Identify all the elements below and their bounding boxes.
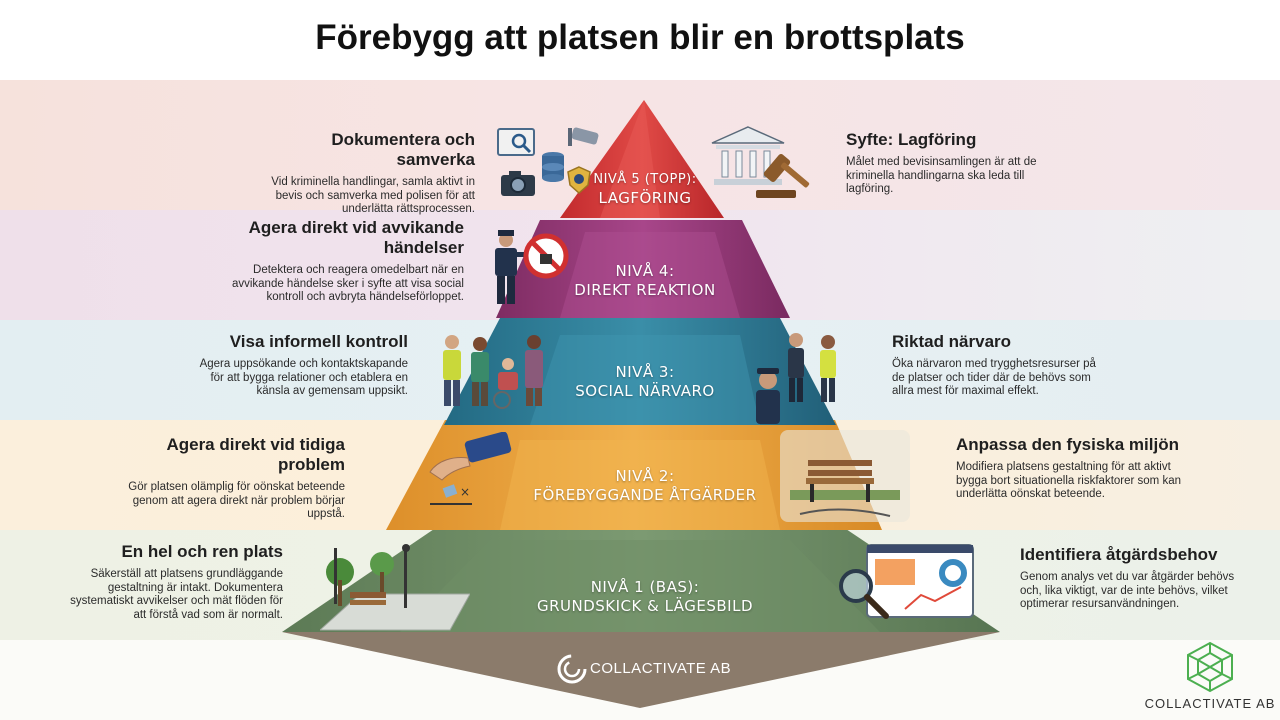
level-2-label: NIVÅ 2: FÖREBYGGANDE ÅTGÄRDER (520, 467, 770, 505)
level-2-line2: FÖREBYGGANDE ÅTGÄRDER (533, 486, 757, 504)
gavel-icon (756, 154, 810, 198)
level-3-left-heading: Visa informell kontroll (229, 332, 408, 351)
level-4-label: NIVÅ 4: DIREKT REAKTION (550, 262, 740, 300)
level-3-left-text: Visa informell kontroll Agera uppsökande… (190, 332, 408, 399)
corner-brand-text: COLLACTIVATE AB (1144, 696, 1276, 711)
level-5-right-text: Syfte: Lagföring Målet med bevisinsamlin… (846, 130, 1046, 197)
level-2-right-heading: Anpassa den fysiska miljön (956, 435, 1179, 454)
people-group-icon (443, 335, 543, 409)
level-1-line2: GRUNDSKICK & LÄGESBILD (536, 597, 754, 615)
level-3-right-body: Öka närvaron med trygghetsresurser på de… (892, 358, 1096, 397)
police-badge-icon (567, 166, 591, 195)
level-1-right-heading: Identifiera åtgärdsbehov (1020, 545, 1218, 564)
camera-icon (501, 171, 535, 196)
level-1-right-body: Genom analys vet du var åtgärder behövs … (1020, 571, 1235, 610)
level-1-label: NIVÅ 1 (BAS): GRUNDSKICK & LÄGESBILD (520, 578, 770, 616)
pyramid-level-4-front (560, 232, 740, 318)
level-2-left-heading: Agera direkt vid tidiga problem (166, 435, 345, 474)
pyramid-level-5-facet (600, 100, 660, 218)
level-5-line1: NIVÅ 5 (TOPP): (593, 172, 697, 187)
security-camera-icon (568, 127, 599, 146)
pyramid-level-2-front (500, 440, 780, 530)
level-3-line2: SOCIAL NÄRVARO (575, 382, 715, 400)
park-bench-icon (780, 430, 910, 522)
slide-title: Förebygg att platsen blir en brottsplats (315, 18, 965, 57)
level-4-line2: DIREKT REAKTION (574, 281, 716, 299)
evidence-folder-icon (497, 128, 535, 156)
level-2-right-body: Modifiera platsens gestaltning för att a… (956, 461, 1181, 500)
pyramid-level-4-slab (496, 220, 790, 318)
level-5-left-heading: Dokumentera och samverka (331, 130, 475, 169)
collactivate-corner-logo-icon (1187, 641, 1233, 693)
level-3-right-heading: Riktad närvaro (892, 332, 1012, 351)
level-4-left-text: Agera direkt vid avvikande händelser Det… (228, 218, 464, 305)
level-2-right-text: Anpassa den fysiska miljön Modifiera pla… (956, 435, 1181, 502)
level-5-right-body: Målet med bevisinsamlingen är att de kri… (846, 156, 1037, 195)
pyramid-level-1-front (400, 540, 880, 632)
level-5-label: NIVÅ 5 (TOPP): LAGFÖRING (570, 170, 720, 208)
level-1-left-text: En hel och ren plats Säkerställ att plat… (58, 542, 283, 622)
police-officer-icon (495, 230, 526, 304)
svg-text:×: × (460, 485, 470, 499)
level-1-left-heading: En hel och ren plats (121, 542, 283, 561)
hand-pickup-icon: × (429, 432, 512, 505)
level-2-left-text: Agera direkt vid tidiga problem Gör plat… (100, 435, 345, 522)
database-icon (542, 152, 564, 182)
level-5-left-body: Vid kriminella handlingar, samla aktivt … (271, 176, 475, 215)
pyramid-base (282, 632, 1000, 708)
level-2-line1: NIVÅ 2: (615, 467, 675, 485)
level-4-line1: NIVÅ 4: (615, 262, 675, 280)
level-1-line1: NIVÅ 1 (BAS): (590, 578, 700, 596)
level-5-left-text: Dokumentera och samverka Vid kriminella … (250, 130, 475, 217)
level-5-line2: LAGFÖRING (598, 189, 692, 207)
level-3-left-body: Agera uppsökande och kontaktskapande för… (199, 358, 408, 397)
park-scene-icon (320, 544, 470, 631)
officers-group-icon (756, 333, 836, 424)
level-5-right-heading: Syfte: Lagföring (846, 130, 977, 149)
analytics-dashboard-icon (866, 544, 974, 618)
level-4-left-body: Detektera och reagera omedelbart när en … (231, 264, 464, 303)
level-1-right-text: Identifiera åtgärdsbehov Genom analys ve… (1020, 545, 1245, 612)
pyramid-level-3-front (530, 335, 760, 425)
no-sign-icon (523, 233, 569, 279)
level-3-right-text: Riktad närvaro Öka närvaron med trygghet… (892, 332, 1107, 399)
level-4-left-heading: Agera direkt vid avvikande händelser (248, 218, 464, 257)
level-3-label: NIVÅ 3: SOCIAL NÄRVARO (540, 363, 750, 401)
level-3-line1: NIVÅ 3: (615, 363, 675, 381)
base-brand-text: COLLACTIVATE AB (590, 660, 732, 677)
magnifying-glass-icon (839, 569, 889, 619)
level-1-left-body: Säkerställ att platsens grundläggande ge… (70, 568, 283, 621)
level-2-left-body: Gör platsen olämplig för oönskat beteend… (128, 481, 345, 520)
collactivate-base-logo-icon (557, 654, 587, 684)
